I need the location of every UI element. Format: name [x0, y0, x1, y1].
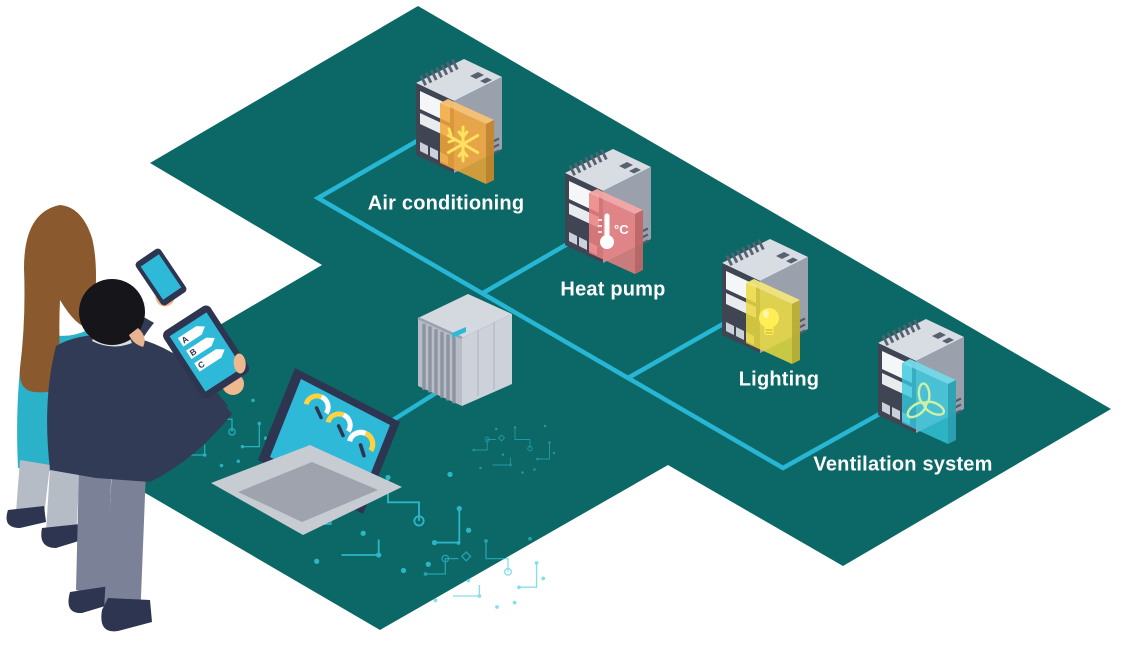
man-figure: A B C [47, 248, 249, 632]
fan-icon [906, 382, 946, 419]
node-label-air-conditioning: Air conditioning [367, 192, 525, 215]
device-ventilation [878, 319, 964, 444]
node-label-lighting: Lighting [738, 368, 820, 391]
energy-rating-tags: A B C [177, 326, 225, 372]
heat-pump-card: °C [589, 189, 643, 274]
device-air-conditioning [416, 59, 502, 184]
rating-a: A [180, 334, 191, 346]
lighting-card [746, 279, 800, 364]
woman-leg [46, 468, 80, 536]
gauge-3 [347, 429, 376, 458]
people: A B C [6, 205, 249, 632]
woman-shoe [6, 506, 46, 528]
man-thumb [233, 353, 246, 374]
man-tablet-arm [158, 384, 228, 452]
woman-leg [16, 460, 50, 516]
celsius-text: °C [614, 222, 629, 237]
rating-c: C [196, 359, 207, 371]
central-controller [417, 294, 512, 406]
controller-badge [452, 327, 466, 338]
man-shoe [68, 586, 112, 614]
thermometer-icon: °C [598, 213, 629, 249]
air-conditioning-card [440, 99, 494, 184]
man-leg [104, 470, 146, 622]
snowflake-icon [446, 125, 480, 163]
lightbulb-icon [759, 308, 779, 335]
woman-shoe [41, 524, 82, 548]
phone [135, 248, 187, 306]
ventilation-card [902, 359, 956, 444]
laptop [211, 368, 402, 535]
phone-screen [140, 254, 182, 300]
node-label-ventilation-system: Ventilation system [813, 453, 993, 476]
woman-hair [19, 205, 96, 393]
laptop-keyboard [238, 462, 378, 522]
device-heat-pump: °C [565, 149, 651, 274]
man-head [79, 279, 145, 345]
node-label-heat-pump: Heat pump [560, 278, 666, 301]
tablet: A B C [163, 305, 249, 399]
rating-b: B [188, 346, 199, 358]
man-face-edge [129, 328, 145, 347]
man-shoe [101, 598, 152, 632]
device-lighting [722, 239, 808, 364]
